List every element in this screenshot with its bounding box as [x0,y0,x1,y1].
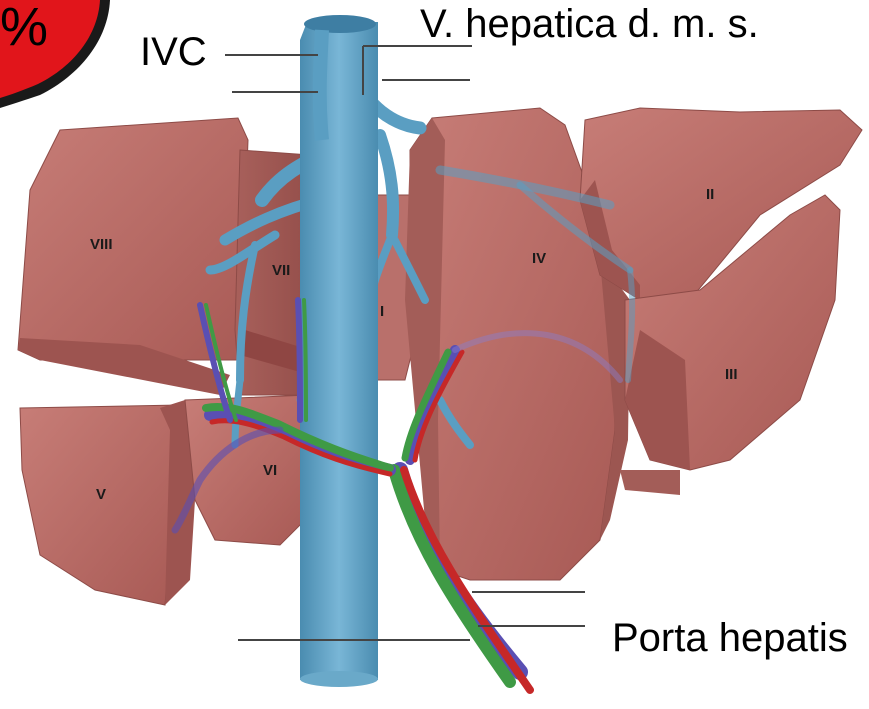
segment-vii-label: VII [272,262,290,279]
inferior-vena-cava [300,15,378,687]
ivc-label: IVC [140,30,207,75]
segment-v-block [20,400,200,605]
segment-viii-label: VIII [90,236,113,253]
segment-ii-label: II [706,186,714,203]
porta-hepatis-label: Porta hepatis [612,616,848,661]
hepatic-veins-label: V. hepatica d. m. s. [420,2,759,47]
segment-iii-label: III [725,366,738,383]
percent-badge-text: % [0,0,48,58]
segment-i-label: I [380,303,384,320]
segment-v-label: V [96,486,106,503]
segment-vi-label: VI [263,462,277,479]
segment-iv-label: IV [532,250,546,267]
